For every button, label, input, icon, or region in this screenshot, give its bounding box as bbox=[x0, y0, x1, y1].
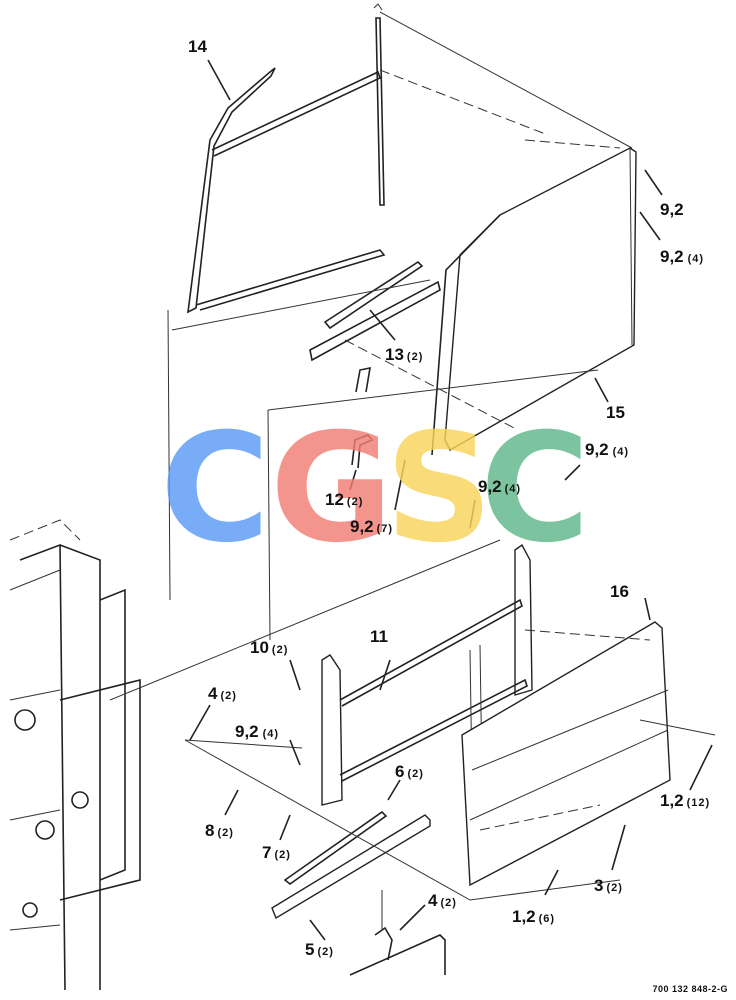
callout-6: 6(2) bbox=[395, 762, 424, 781]
callout-10: 10(2) bbox=[250, 638, 288, 657]
callout-1-2-a: 1,2(12) bbox=[660, 791, 710, 810]
callout-9-2-d: 9,2(4) bbox=[478, 477, 521, 496]
callout-12: 12(2) bbox=[325, 490, 363, 509]
callout-11: 11 bbox=[370, 627, 388, 646]
callout-13: 13(2) bbox=[385, 345, 423, 364]
upper-frame-part-14 bbox=[187, 3, 386, 314]
watermark-letter-c1: C bbox=[160, 402, 270, 576]
callout-7: 7(2) bbox=[262, 843, 291, 862]
callout-4-a: 4(2) bbox=[208, 684, 237, 703]
leader-arrows bbox=[189, 59, 713, 941]
spring-rod-part-13 bbox=[309, 260, 441, 362]
watermark-letter-g: G bbox=[270, 402, 393, 576]
callout-9-2-c: 9,2(4) bbox=[585, 440, 629, 459]
lower-frame-part-11 bbox=[321, 543, 533, 806]
callout-9-2-a: 9,2 bbox=[660, 200, 684, 219]
watermark-letter-c2: C bbox=[480, 402, 590, 576]
lower-rod-parts-5-6 bbox=[271, 810, 431, 920]
callout-9-2-b: 9,2(4) bbox=[660, 247, 704, 266]
callout-labels: 14 9,2 9,2(4) 13(2) 15 9,2(4) 12(2) 9,2(… bbox=[188, 37, 710, 959]
side-panel-part-15 bbox=[431, 147, 637, 456]
callout-5: 5(2) bbox=[305, 940, 334, 959]
alignment-lines bbox=[109, 11, 716, 930]
callout-9-2-e: 9,2(7) bbox=[350, 517, 393, 536]
watermark-letter-s: S bbox=[385, 402, 493, 576]
callout-16: 16 bbox=[610, 582, 629, 601]
cgsc-watermark: C G S C bbox=[160, 402, 590, 576]
drawing-number: 700 132 848-2-G bbox=[652, 984, 728, 994]
bracket-part-12 bbox=[351, 366, 374, 469]
callout-1-2-b: 1,2(6) bbox=[512, 907, 555, 926]
callout-8: 8(2) bbox=[205, 821, 234, 840]
callout-15: 15 bbox=[606, 403, 625, 422]
lower-panel-part-16 bbox=[461, 621, 671, 887]
callout-9-2-f: 9,2(4) bbox=[235, 722, 279, 741]
callout-14: 14 bbox=[188, 37, 207, 56]
callout-3: 3(2) bbox=[594, 876, 623, 895]
callout-4-b: 4(2) bbox=[428, 891, 457, 910]
machine-structure bbox=[9, 519, 446, 991]
